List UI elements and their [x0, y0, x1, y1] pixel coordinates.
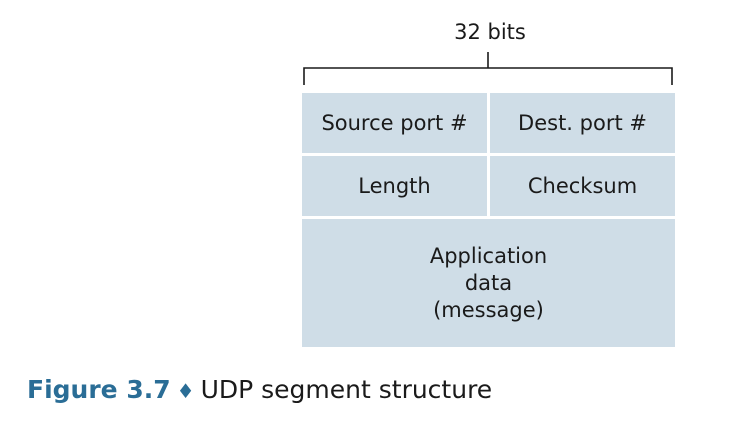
app-data-line-1: Application — [429, 243, 548, 268]
width-bracket — [303, 52, 673, 85]
figure-caption: Figure 3.7♦UDP segment structure — [27, 372, 492, 409]
checksum-label: Checksum — [527, 173, 638, 198]
checksum-field: Checksum — [490, 156, 675, 216]
app-data-line-2: data — [464, 270, 513, 295]
source-port-field: Source port # — [302, 93, 487, 153]
width-label: 32 bits — [454, 20, 526, 44]
figure-title: UDP segment structure — [200, 375, 493, 404]
figure-number: Figure 3.7 — [27, 375, 171, 404]
app-data-line-3: (message) — [433, 297, 544, 322]
application-data-field: Application data (message) — [302, 219, 675, 347]
dest-port-label: Dest. port # — [518, 110, 647, 135]
diamond-separator-icon: ♦ — [176, 379, 195, 403]
length-field: Length — [302, 156, 487, 216]
dest-port-field: Dest. port # — [490, 93, 675, 153]
length-label: Length — [358, 173, 431, 198]
source-port-label: Source port # — [321, 110, 468, 135]
